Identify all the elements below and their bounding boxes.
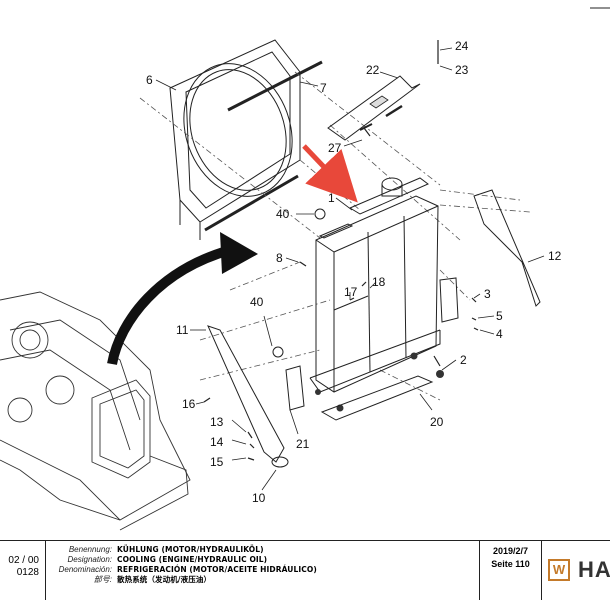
machine-illustration: [0, 291, 191, 531]
callout-6: 6: [146, 73, 153, 87]
seal-strip: [227, 60, 323, 112]
callout-20: 20: [430, 415, 444, 429]
callout-23: 23: [455, 63, 469, 77]
exploded-parts-diagram: 6 7 22 24 23 27 1 40 8 12 3 5 4 2 17 18 …: [0, 7, 610, 531]
callout-14: 14: [210, 435, 224, 449]
logo-icon: W: [548, 559, 570, 581]
callout-4: 4: [496, 327, 503, 341]
label-denominacion: Denominación:: [58, 565, 112, 574]
date-page-block: 2019/2/7 Seite 110: [480, 541, 542, 600]
fan-shroud: [169, 39, 301, 240]
designation-block: Benennung: KÜHLUNG (MOTOR/HYDRAULIKÖL) De…: [46, 541, 480, 600]
callout-21: 21: [296, 437, 310, 451]
callout-7: 7: [320, 81, 327, 95]
logo-block: W HA: [542, 541, 610, 600]
doc-line-2: 0128: [16, 567, 39, 578]
title-block: 02 / 00 0128 Benennung: KÜHLUNG (MOTOR/HY…: [0, 540, 610, 600]
top-cover: [327, 75, 421, 141]
page-number: Seite 110: [491, 559, 530, 569]
value-chinese: 散热系统（发动机/液压油）: [117, 575, 212, 584]
label-chinese: 部号:: [93, 575, 112, 584]
callout-13: 13: [210, 415, 224, 429]
logo-letter: W: [552, 562, 566, 577]
callout-40-bottom: 40: [250, 295, 264, 309]
seal-strip: [204, 174, 299, 232]
callout-15: 15: [210, 455, 224, 469]
side-bracket: [473, 189, 541, 307]
curved-arrow: [107, 245, 232, 366]
callout-24: 24: [455, 39, 469, 53]
foam-pad-small: [285, 365, 305, 411]
callout-16: 16: [182, 397, 196, 411]
label-designation: Designation:: [67, 555, 112, 564]
callout-17: 17: [344, 285, 358, 299]
date: 2019/2/7: [492, 546, 529, 556]
value-designation: COOLING (ENGINE/HYDRAULIC OIL): [117, 555, 268, 564]
callout-40-top: 40: [276, 207, 290, 221]
radiator-assembly: [309, 177, 441, 393]
red-indicator-arrow: [302, 144, 358, 203]
callout-2: 2: [460, 353, 467, 367]
callout-12: 12: [548, 249, 562, 263]
lower-bracket: [207, 325, 285, 463]
callout-27: 27: [328, 141, 342, 155]
callout-5: 5: [496, 309, 503, 323]
logo-text: HA: [578, 557, 610, 582]
foam-pad-large: [320, 375, 434, 421]
value-denominacion: REFRIGERACIÓN (MOTOR/ACEITE HIDRÁULICO): [117, 565, 317, 574]
document-number: 02 / 00 0128: [0, 541, 46, 600]
callout-10: 10: [252, 491, 266, 505]
label-benennung: Benennung:: [68, 545, 112, 554]
callout-8: 8: [276, 251, 283, 265]
callout-22: 22: [366, 63, 380, 77]
callout-1: 1: [328, 191, 335, 205]
doc-line-1: 02 / 00: [8, 555, 39, 566]
callout-18: 18: [372, 275, 386, 289]
value-benennung: KÜHLUNG (MOTOR/HYDRAULIKÖL): [117, 545, 264, 554]
callout-3: 3: [484, 287, 491, 301]
callout-11: 11: [176, 323, 189, 337]
